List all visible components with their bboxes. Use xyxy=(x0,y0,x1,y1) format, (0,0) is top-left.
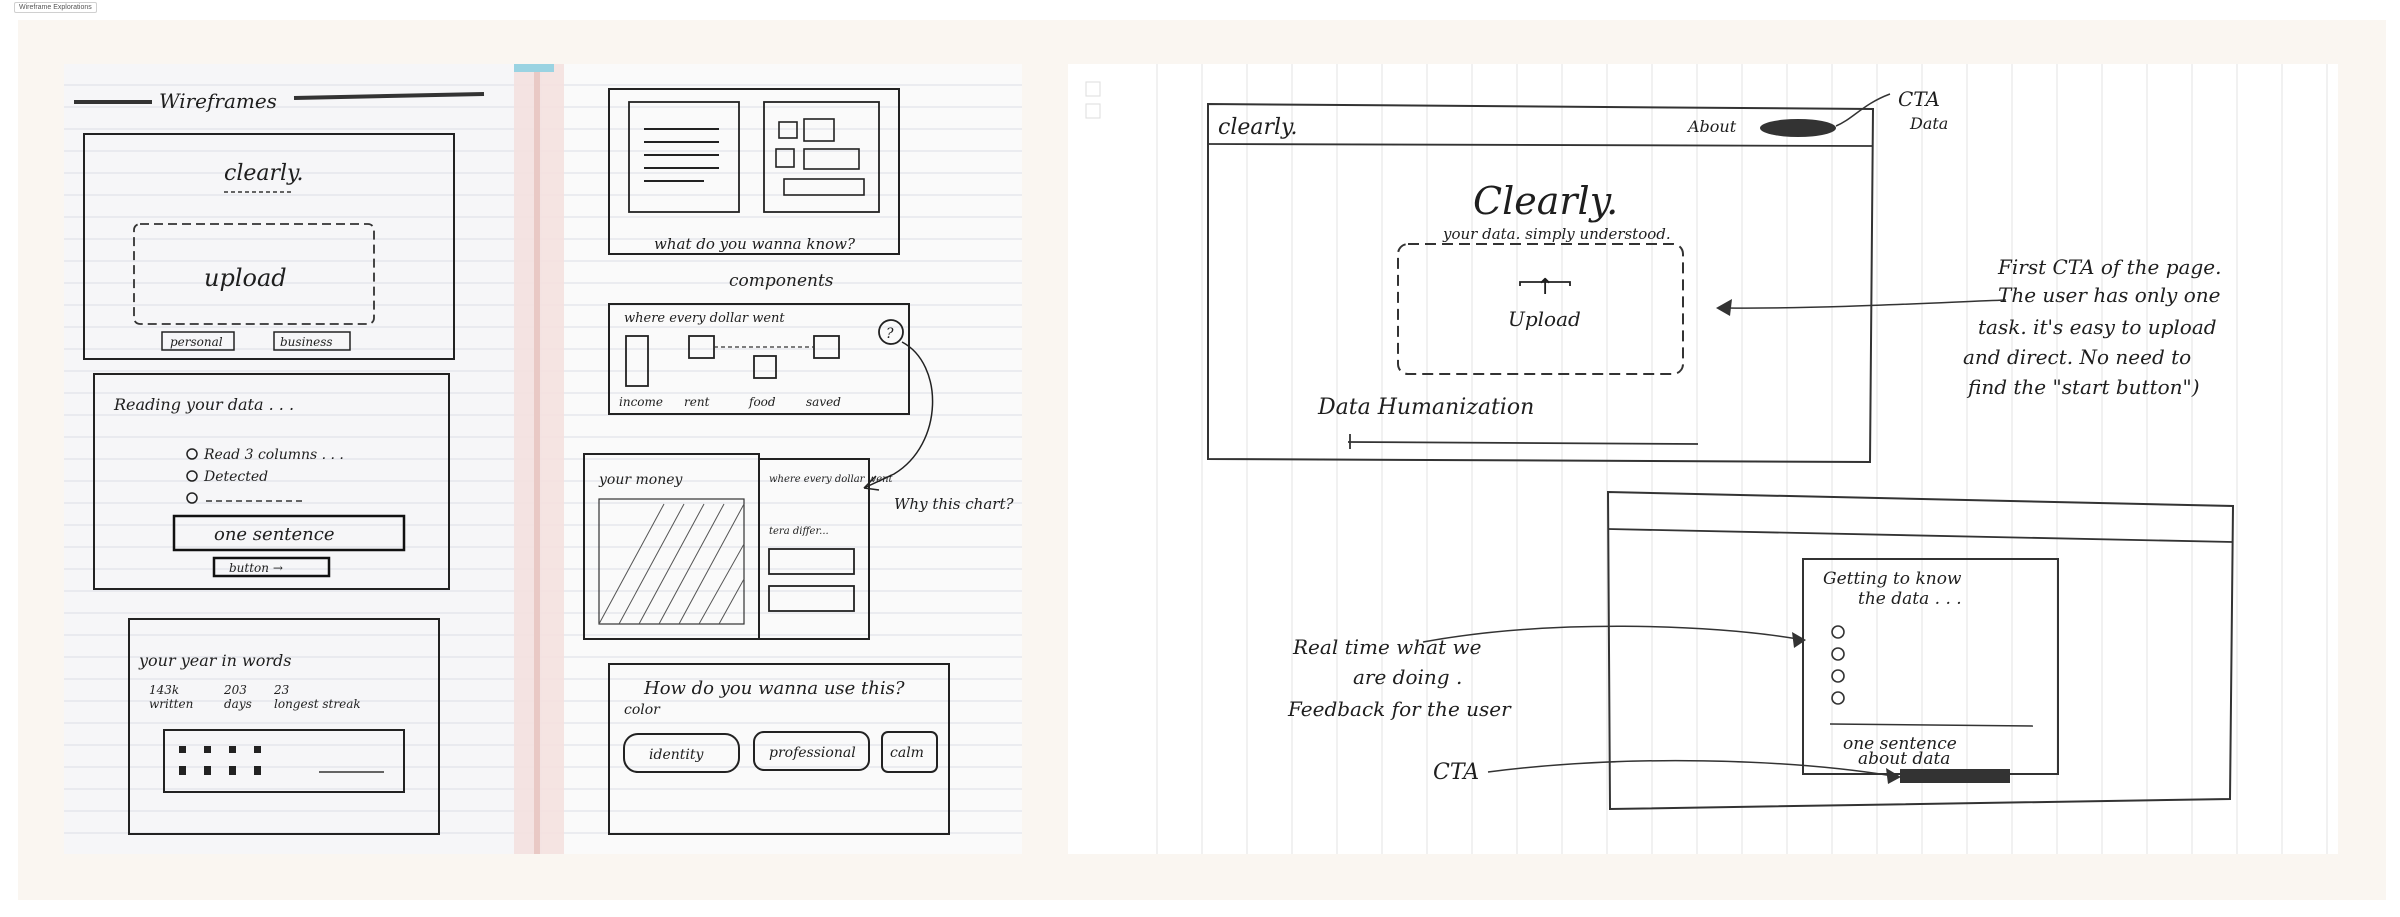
components-label-saved: saved xyxy=(806,395,841,409)
wireframes-heading: Wireframes xyxy=(159,89,277,113)
cta-bottom-note: CTA xyxy=(1433,760,1479,785)
money-why-note: Why this chart? xyxy=(894,495,1014,513)
components-label-rent: rent xyxy=(684,395,710,409)
second-cta-button xyxy=(1900,769,2010,783)
money-side-subtitle: tera differ... xyxy=(769,526,829,537)
landing-personal-label: personal xyxy=(170,335,223,349)
right-data-humanization: Data Humanization xyxy=(1317,395,1534,420)
landing-upload-label: upload xyxy=(204,264,287,292)
use-option-professional: professional xyxy=(769,745,856,761)
right-hero-subtitle: your data. simply understood. xyxy=(1442,225,1671,243)
right-sketch-photo: clearly. About CTA Data Clearly. your da… xyxy=(1068,64,2338,854)
frame-label: Wireframe Explorations xyxy=(14,2,97,13)
year-stat1-label: written xyxy=(149,697,193,711)
canvas: Wireframes clearly. upload personal busi… xyxy=(18,20,2386,900)
use-subtitle: color xyxy=(624,702,661,718)
right-cta-note: CTA xyxy=(1898,87,1940,111)
right-logo: clearly. xyxy=(1218,115,1298,140)
right-upload-icon: ↑ xyxy=(1536,275,1554,300)
right-cta-pill xyxy=(1760,119,1836,137)
annotation-line-5: find the "start button") xyxy=(1966,375,2200,399)
reading-sentence: one sentence xyxy=(214,524,335,545)
right-hero-title: Clearly. xyxy=(1473,179,1618,223)
landing-business-label: business xyxy=(280,335,333,349)
year-stat3-label: longest streak xyxy=(274,697,361,711)
components-help-icon: ? xyxy=(886,326,894,342)
getting-title-1: Getting to know xyxy=(1823,569,1962,589)
left-sketch-photo: Wireframes clearly. upload personal busi… xyxy=(64,64,1022,854)
components-label-income: income xyxy=(619,395,663,409)
reading-button-label: button → xyxy=(229,561,283,575)
getting-title-2: the data . . . xyxy=(1858,589,1962,609)
right-about-link: About xyxy=(1686,117,1737,136)
money-side-title: where every dollar went xyxy=(769,474,894,485)
right-upload-label: Upload xyxy=(1508,307,1581,331)
year-stat3-value: 23 xyxy=(273,683,290,697)
components-title: components xyxy=(729,271,834,291)
landing-logo: clearly. xyxy=(224,161,304,186)
annotation-line-4: and direct. No need to xyxy=(1963,345,2191,369)
realtime-line-3: Feedback for the user xyxy=(1287,697,1512,721)
use-option-calm: calm xyxy=(890,745,924,761)
sentence-line-1: one sentence xyxy=(1843,734,1957,754)
reading-item-2: Detected xyxy=(203,469,268,485)
want-label: what do you wanna know? xyxy=(654,235,856,253)
annotation-line-3: task. it's easy to upload xyxy=(1978,315,2217,339)
use-option-identity: identity xyxy=(649,747,704,763)
left-sketch-drawing: Wireframes clearly. upload personal busi… xyxy=(64,64,1022,854)
use-title: How do you wanna use this? xyxy=(643,678,905,699)
right-upload-dropzone xyxy=(1397,243,1684,375)
sentence-line-2: about data xyxy=(1858,749,1950,769)
annotation-line-1: First CTA of the page. xyxy=(1997,255,2221,279)
year-title: your year in words xyxy=(138,651,291,670)
reading-item-1: Read 3 columns . . . xyxy=(203,447,344,463)
year-stat1-value: 143k xyxy=(149,683,179,697)
realtime-line-1: Real time what we xyxy=(1292,635,1481,659)
money-title: your money xyxy=(598,472,684,488)
right-sketch-drawing: clearly. About CTA Data Clearly. your da… xyxy=(1068,64,2338,854)
year-stat2-value: 203 xyxy=(223,683,247,697)
reading-title: Reading your data . . . xyxy=(113,395,294,414)
annotation-line-2: The user has only one xyxy=(1998,283,2220,307)
year-stat2-label: days xyxy=(224,697,252,711)
right-data-note: Data xyxy=(1909,114,1948,133)
components-label-food: food xyxy=(748,395,776,409)
components-chart-title: where every dollar went xyxy=(624,311,785,326)
realtime-line-2: are doing . xyxy=(1353,665,1462,689)
